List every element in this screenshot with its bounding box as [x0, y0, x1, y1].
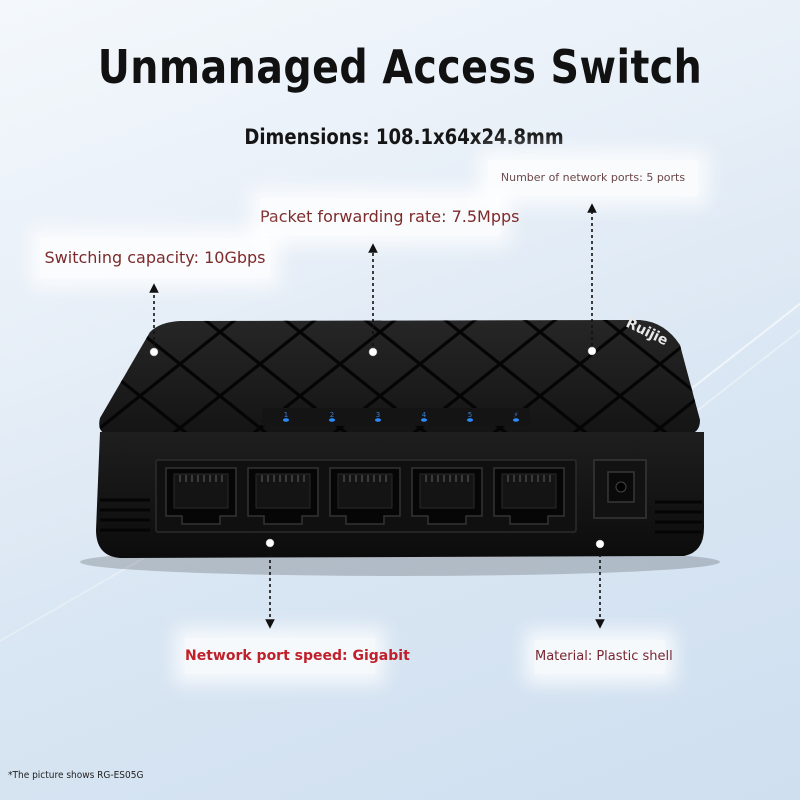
footnote: *The picture shows RG-ES05G [8, 770, 144, 781]
port-number-label: ⚡ [514, 411, 519, 419]
port-number-label: 3 [376, 411, 380, 419]
callout-dot-ports [587, 346, 597, 356]
rj45-ports [165, 467, 565, 525]
port-number-label: 1 [284, 411, 288, 419]
rj45-port [493, 467, 565, 525]
callout-ports: Number of network ports: 5 ports [488, 160, 698, 196]
led-indicator [283, 418, 289, 422]
rj45-port [165, 467, 237, 525]
led-indicator [421, 418, 427, 422]
callout-dot-forwarding [368, 347, 378, 357]
power-jack [607, 471, 635, 503]
switch-top-surface [99, 320, 700, 436]
port-number-label: 2 [330, 411, 334, 419]
port-number-label: 5 [468, 411, 472, 419]
callout-material: Material: Plastic shell [535, 640, 673, 674]
callout-dot-speed [265, 538, 275, 548]
led-indicator [467, 418, 473, 422]
rj45-port [411, 467, 483, 525]
callout-switching-capacity: Switching capacity: 10Gbps [40, 238, 270, 278]
led-indicator [513, 418, 519, 422]
callout-port-speed: Network port speed: Gigabit [185, 638, 410, 674]
page-title: Unmanaged Access Switch [97, 40, 703, 94]
rj45-port [247, 467, 319, 525]
port-number-label: 4 [422, 411, 427, 419]
led-indicator [375, 418, 381, 422]
side-vents [100, 498, 702, 534]
power-jack-pin [615, 481, 627, 493]
led-indicator [329, 418, 335, 422]
rj45-port [329, 467, 401, 525]
callout-dot-material [595, 539, 605, 549]
callout-dot-switching [149, 347, 159, 357]
led-group: 1 2 3 4 5 ⚡ [283, 411, 519, 422]
dimensions-label: Dimensions: 108.1x64x24.8mm [244, 125, 564, 149]
callout-forwarding-rate: Packet forwarding rate: 7.5Mpps [260, 198, 519, 236]
led-strip [262, 408, 530, 426]
